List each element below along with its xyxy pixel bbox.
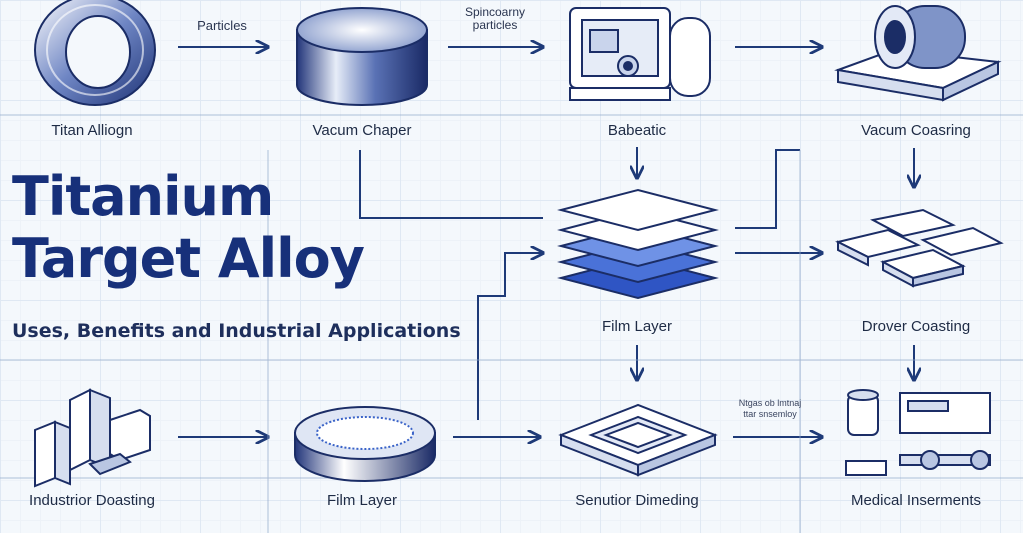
node-label-titan-alloy: Titan Alliogn: [51, 122, 133, 139]
industrial-blocks-icon: [34, 388, 151, 488]
page-title: Titanium Target Alloy: [12, 165, 365, 290]
arrow-label-tiny-line1: Ntgas ob lmtnaj: [738, 398, 802, 408]
microchip-icon: [558, 403, 718, 477]
node-label-vacuum-chamber: Vacum Chaper: [312, 122, 412, 139]
arrow-film-stack-to-vacuum-coating: [735, 149, 800, 229]
target-disc-icon: [294, 406, 436, 482]
vacuum-chamber-disc-icon: [296, 7, 428, 106]
node-label-drover-coasting: Drover Coasting: [861, 318, 971, 335]
page-title-line2: Target Alloy: [12, 227, 365, 290]
arrow-chamber-to-film-stack: [359, 150, 543, 219]
node-label-vacuum-coating: Vacum Coasring: [861, 122, 971, 139]
medical-instruments-icon: [845, 389, 991, 476]
node-label-film-layer-disc: Film Layer: [326, 492, 398, 509]
node-label-senutior-dimeding: Senutior Dimeding: [575, 492, 699, 509]
node-label-babeatic: Babeatic: [607, 122, 667, 139]
node-label-medical-inserments: Medical Inserments: [850, 492, 982, 509]
arrow-label-tiny: Ntgas ob lmtnaj ttar snsemloy: [739, 398, 802, 420]
arrow-label-spincoating: Spincoarny particles: [465, 6, 525, 32]
arrow-label-particles: Particles: [197, 18, 247, 33]
titanium-ring-icon: [34, 0, 156, 106]
node-label-industrior-doasting: Industrior Doasting: [29, 492, 155, 509]
arrow-left-to-film-stack: [477, 253, 543, 420]
deposition-machine-icon: [569, 7, 711, 101]
arrow-label-spincoating-line1: Spincoarny: [464, 5, 526, 19]
node-label-film-layer-stack: Film Layer: [601, 318, 673, 335]
arrow-label-tiny-line2: ttar snsemloy: [743, 409, 797, 419]
coating-motor-icon: [834, 5, 1002, 102]
page-subtitle: Uses, Benefits and Industrial Applicatio…: [12, 320, 461, 342]
arrow-label-spincoating-line2: particles: [472, 18, 518, 32]
film-layer-stack-icon: [557, 188, 719, 300]
page-title-line1: Titanium: [12, 165, 274, 228]
coating-tiles-icon: [835, 208, 1004, 288]
